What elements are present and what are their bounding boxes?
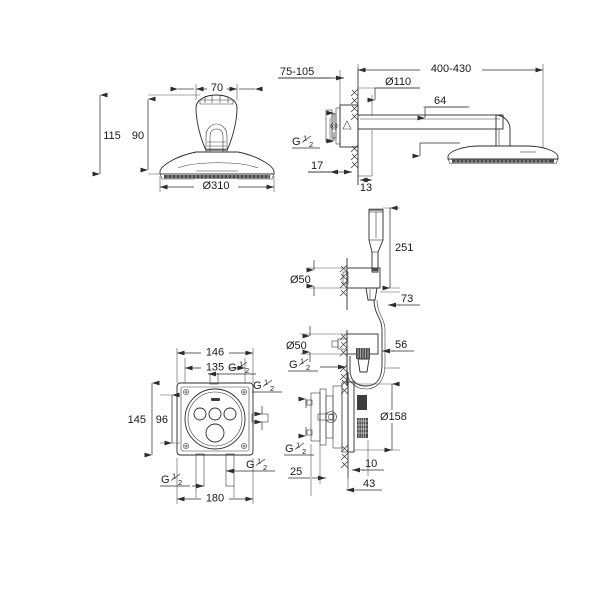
dim-label-g12-rough-right: G — [253, 380, 262, 392]
dim-rough-146: 146 — [177, 345, 253, 359]
view-hand-shower: 251 73 56 Ø50 Ø50 — [286, 205, 420, 390]
dim-label-g12-arm: G — [292, 136, 301, 148]
dim-label-251: 251 — [395, 242, 413, 254]
dim-label-d310: Ø310 — [203, 180, 230, 192]
arm-wall-connector — [325, 104, 359, 148]
dim-hand-d50-top: Ø50 — [290, 260, 315, 296]
dim-hand-56: 56 — [382, 339, 414, 354]
dim-label-90: 90 — [132, 130, 144, 142]
g12-hand-den: 2 — [306, 363, 310, 372]
dim-label-145: 145 — [128, 414, 146, 426]
dim-valve-25: 25 — [288, 466, 326, 481]
dim-arm-75-105: 75-105 — [278, 66, 344, 81]
dim-label-g12-rough-top: G — [228, 362, 237, 374]
g12-rbl-den: 2 — [178, 478, 182, 487]
dim-label-400-430: 400-430 — [431, 63, 471, 75]
dim-hand-251: 251 — [382, 205, 418, 291]
hose-wall-union — [331, 333, 379, 373]
dim-label-43: 43 — [363, 478, 375, 490]
view-shower-arm: 75-105 400-430 Ø110 64 17 — [278, 62, 559, 194]
dim-label-d158: Ø158 — [380, 411, 407, 423]
dim-valve-10: 10 — [352, 458, 384, 473]
dim-label-180: 180 — [206, 493, 224, 505]
dim-label-d110: Ø110 — [385, 76, 411, 88]
dim-label-25: 25 — [290, 466, 302, 478]
knurled-nut — [356, 348, 370, 359]
dim-valve-g12: G 1 2 — [284, 396, 314, 456]
wall-section-lower-outlet — [339, 330, 348, 386]
dim-label-g12-rough-br: G — [246, 459, 255, 471]
dim-label-g12-valve: G — [285, 443, 294, 455]
head-shower-geometry — [159, 94, 275, 180]
dim-label-17: 17 — [311, 160, 323, 172]
dim-arm-13: 13 — [360, 177, 372, 194]
dim-arm-400-430: 400-430 — [358, 62, 543, 75]
dim-arm-d110: Ø110 — [367, 76, 420, 103]
g12-rt-num: 1 — [239, 360, 243, 369]
dim-hand-d50-bottom: Ø50 — [286, 326, 311, 362]
dim-valve-d158: Ø158 — [378, 381, 424, 453]
dim-rough-g12-right: G 1 2 — [252, 378, 282, 430]
arm-head-shower — [447, 145, 559, 164]
dim-label-135: 135 — [206, 362, 224, 374]
view-rough-in-front: 146 135 145 96 180 G 1 2 — [128, 345, 282, 505]
rough-in-box — [176, 382, 254, 456]
dim-head-70: 70 — [170, 81, 263, 94]
dim-arm-g12: G 1 2 — [292, 110, 335, 149]
dim-hand-73: 73 — [388, 293, 420, 308]
hand-shower-holder — [342, 267, 381, 301]
dim-label-g12-hand: G — [289, 359, 298, 371]
dim-rough-145-96: 145 96 — [128, 380, 180, 458]
rough-in-valve-face — [184, 388, 246, 450]
arm-spray-nozzles — [452, 159, 554, 163]
dim-label-96: 96 — [156, 414, 168, 426]
dim-label-75-105: 75-105 — [280, 66, 314, 78]
wall-section-arm — [350, 68, 359, 185]
g12-hand-num: 1 — [300, 357, 304, 366]
hand-shower-wand — [368, 208, 384, 273]
view-head-shower-side: 70 115 90 Ø310 — [92, 81, 275, 192]
dim-label-64: 64 — [434, 95, 446, 107]
g12-rbl-num: 1 — [172, 472, 176, 481]
dim-label-56: 56 — [395, 339, 407, 351]
dim-arm-64: 64 — [417, 95, 468, 121]
dim-label-13: 13 — [360, 182, 372, 194]
dim-label-146: 146 — [206, 347, 224, 359]
g12-rt-den: 2 — [245, 366, 249, 375]
dim-rough-g12-bottom-left: G 1 2 — [160, 472, 204, 489]
g12-rbr-num: 1 — [257, 457, 261, 466]
dim-rough-g12-top: G 1 2 — [208, 360, 256, 377]
shower-arm-tube — [357, 114, 511, 147]
valve-rough-in-section — [306, 381, 349, 453]
dim-hand-g12: G 1 2 — [288, 357, 346, 372]
knurled-handle — [357, 418, 368, 438]
g12-rr-den: 2 — [270, 384, 274, 393]
g12-rr-num: 1 — [264, 378, 268, 387]
valve-trim-plate — [347, 381, 368, 453]
dim-head-115-90: 115 90 — [92, 92, 156, 177]
dim-label-10: 10 — [365, 458, 377, 470]
dim-label-g12-rough-bl: G — [161, 474, 170, 486]
dim-rough-180: 180 — [177, 491, 253, 505]
dim-label-g12-arm-num: 1 — [303, 134, 307, 143]
g12-rbr-den: 2 — [263, 463, 267, 472]
dim-label-d50-top: Ø50 — [290, 274, 311, 286]
dim-head-d310: Ø310 — [160, 179, 274, 192]
dim-label-73: 73 — [401, 293, 413, 305]
spray-nozzles — [164, 175, 270, 179]
dim-label-115: 115 — [103, 130, 121, 142]
dim-arm-17: 17 — [308, 160, 352, 175]
view-valve-side: Ø158 10 25 43 G 1 — [284, 372, 424, 496]
dim-label-g12-arm-den: 2 — [309, 140, 313, 149]
dim-label-d50-bottom: Ø50 — [286, 340, 307, 352]
g12-v-den: 2 — [302, 447, 306, 456]
dim-label-70: 70 — [211, 82, 223, 94]
g12-v-num: 1 — [296, 441, 300, 450]
dim-rough-135: 135 — [185, 360, 245, 374]
dim-valve-43: 43 — [346, 478, 382, 493]
dim-rough-g12-bottom-right: G 1 2 — [226, 457, 275, 474]
